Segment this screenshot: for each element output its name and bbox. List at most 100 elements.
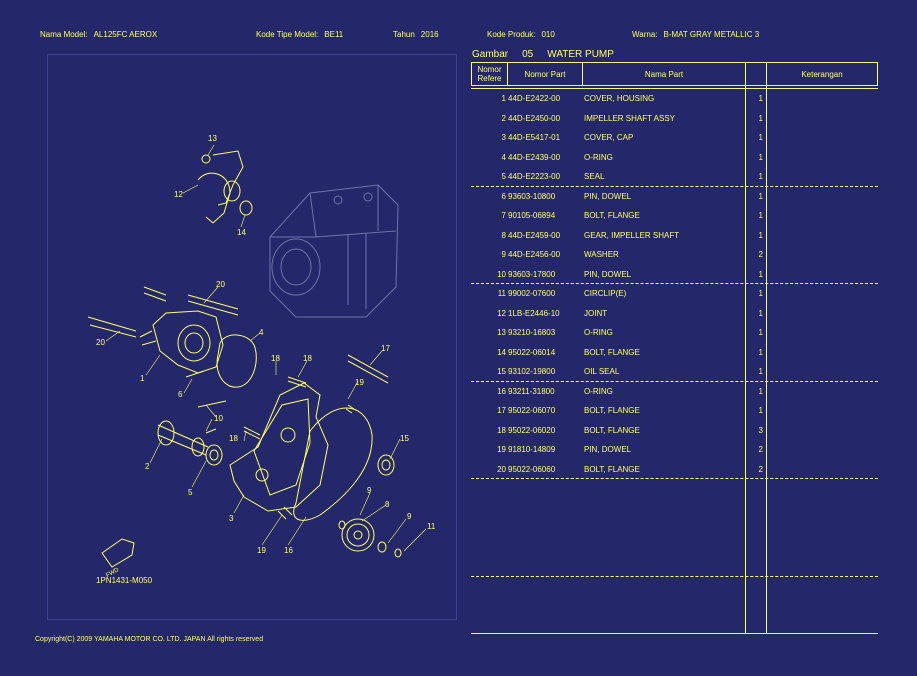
callout-12: 12: [174, 190, 183, 199]
callout-11: 11: [427, 522, 436, 531]
color-value: B-MAT GRAY METALLIC 3: [663, 30, 760, 39]
col-header-name: Nama Part: [582, 62, 746, 86]
quantity-cell: 1: [758, 172, 763, 181]
callout-10: 10: [214, 414, 223, 423]
part-name-cell: BOLT, FLANGE: [584, 425, 640, 435]
type-info: Kode Tipe Model:BE11: [256, 30, 343, 39]
product-value: 010: [541, 30, 555, 39]
quantity-cell: 2: [758, 445, 763, 454]
col-divider-qty-left: [745, 86, 746, 634]
part-name-cell: GEAR, IMPELLER SHAFT: [584, 230, 680, 240]
quantity-cell: 1: [758, 367, 763, 376]
callout-20-top: 20: [216, 280, 225, 289]
ref-cell: 3: [501, 133, 506, 142]
part-number-cell: 95022-06020: [508, 425, 556, 435]
part-number-cell: 44D-E2456-00: [508, 250, 561, 259]
part-number-cell: 91810-14809: [508, 445, 556, 454]
copyright-notice: Copyright(C) 2009 YAMAHA MOTOR CO. LTD. …: [35, 636, 264, 643]
quantity-cell: 1: [758, 328, 763, 337]
part-name-cell: SEAL: [584, 172, 605, 181]
diagram-code: 1PN1431-M050: [96, 576, 153, 585]
part-number-cell: 44D-E2439-00: [508, 152, 561, 162]
type-value: BE11: [324, 30, 344, 39]
section-name: WATER PUMP: [547, 49, 614, 60]
part-number-cell: 90105-06894: [508, 211, 556, 220]
callout-8: 8: [385, 500, 390, 509]
part-number-cell: 44D-E2450-00: [508, 113, 561, 123]
water-pump-parts-drawing: [87, 150, 402, 568]
group-separator: [471, 185, 878, 187]
product-label: Kode Produk:: [487, 30, 536, 39]
ref-cell: 15: [497, 367, 506, 376]
section-label: Gambar: [472, 49, 509, 60]
ref-cell: 12: [497, 308, 506, 318]
quantity-cell: 2: [758, 250, 763, 259]
quantity-cell: 1: [758, 230, 763, 240]
year-label: Tahun: [393, 30, 415, 39]
callout-13: 14: [237, 228, 246, 237]
year-info: Tahun 2016: [393, 30, 439, 39]
part-name-cell: BOLT, FLANGE: [584, 211, 640, 220]
col-header-note: Keterangan: [766, 62, 878, 86]
part-name-cell: COVER, CAP: [584, 133, 634, 142]
quantity-cell: 1: [758, 289, 763, 298]
ref-cell: 7: [501, 211, 506, 220]
callout-16: 16: [284, 546, 293, 555]
part-name-cell: OIL SEAL: [584, 367, 620, 376]
ref-cell: 16: [497, 386, 506, 396]
callout-labels: 13 12 14 20 20 1 4 6 10 18 18 17 19 15 2…: [96, 134, 436, 585]
col-header-part-no: Nomor Part: [507, 62, 583, 86]
callout-6: 6: [178, 390, 183, 399]
part-number-cell: 93210-16803: [508, 328, 556, 337]
year-value: 2016: [420, 30, 439, 39]
ref-cell: 19: [497, 445, 506, 454]
model-label: Nama Model:: [40, 30, 88, 39]
quantity-cell: 1: [758, 94, 763, 103]
model-value: AL125FC AEROX: [93, 30, 158, 39]
color-info: Warna:B-MAT GRAY METALLIC 3: [632, 30, 759, 39]
part-number-cell: 1LB-E2446-10: [508, 308, 560, 318]
ref-cell: 5: [501, 172, 506, 181]
ref-cell: 4: [501, 152, 506, 162]
quantity-cell: 1: [758, 152, 763, 162]
group-separator: [471, 478, 878, 479]
section-number: 05: [522, 49, 534, 60]
part-number-cell: 95022-06014: [508, 347, 556, 357]
part-number-cell: 93211-31800: [508, 386, 555, 396]
ref-cell: 10: [497, 269, 506, 279]
part-number-cell: 93102-19800: [508, 367, 556, 376]
part-number-cell: 99002-07600: [508, 289, 556, 298]
group-separator: [471, 283, 878, 284]
part-name-cell: COVER, HOUSING: [584, 94, 655, 103]
part-name-cell: O-RING: [584, 386, 613, 396]
header-separator: [471, 88, 878, 89]
part-number-cell: 44D-E2422-00: [508, 94, 561, 103]
col-header-ref: Nomor Refere: [471, 62, 508, 86]
quantity-cell: 1: [758, 113, 763, 123]
part-number-cell: 44D-E5417-01: [508, 133, 561, 142]
part-number-cell: 95022-06070: [508, 406, 556, 415]
callout-18-b: 18: [303, 354, 312, 363]
callout-15: 15: [400, 434, 409, 443]
ref-cell: 13: [497, 328, 506, 337]
